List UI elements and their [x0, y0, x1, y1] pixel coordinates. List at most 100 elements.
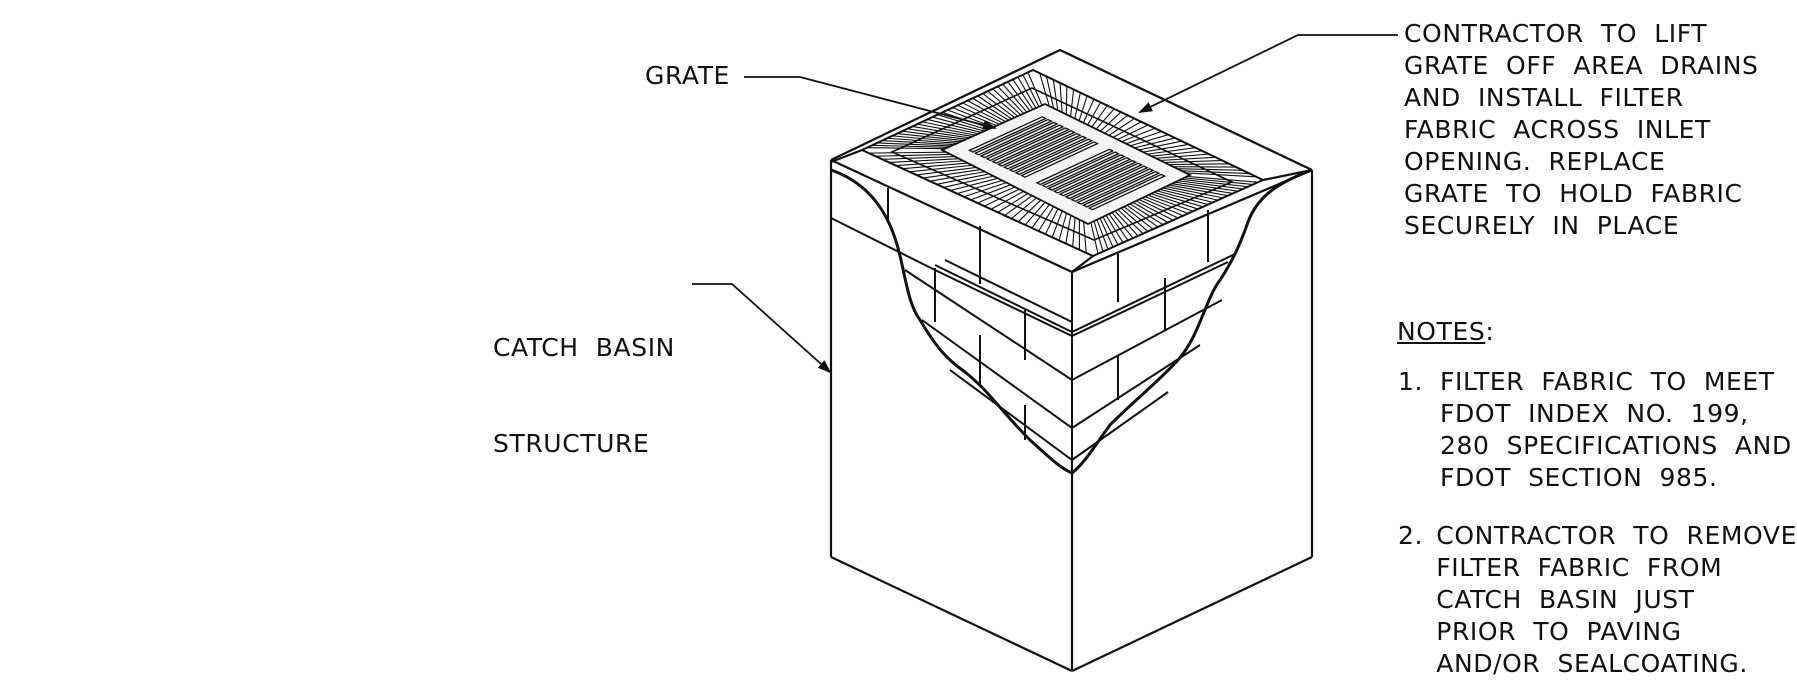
hatch-line — [977, 95, 1012, 120]
hatch-line — [1134, 137, 1176, 149]
grate-slot — [1052, 156, 1132, 194]
hatch-line — [1024, 201, 1046, 226]
hatch-line — [1147, 147, 1196, 155]
grate-slot — [1064, 162, 1144, 200]
grate-slot — [991, 127, 1071, 164]
hatch-line — [963, 182, 1007, 198]
hatch-line — [987, 90, 1019, 117]
contractor-callout-line: CONTRACTOR TO LIFT — [1404, 19, 1708, 48]
hatch-line — [1125, 130, 1162, 145]
hatch-line — [1141, 197, 1184, 217]
hatch-line — [1180, 178, 1249, 188]
hatch-line — [1011, 197, 1037, 220]
hatch-line — [1095, 108, 1115, 130]
hatch-line — [1147, 194, 1194, 212]
contractor-callout: CONTRACTOR TO LIFT GRATE OFF AREA DRAINS… — [1404, 18, 1759, 242]
hatch-line — [1114, 210, 1139, 237]
hatch-line — [922, 121, 979, 135]
hatch-line — [1130, 134, 1169, 147]
grate-slot — [973, 118, 1053, 156]
note-number: 2. — [1398, 521, 1424, 550]
hatch-line — [927, 118, 982, 133]
hatch-line — [1142, 143, 1189, 153]
grate-slot — [1020, 141, 1100, 178]
notes-title: NOTES — [1397, 317, 1486, 346]
hatch-line — [923, 169, 981, 179]
hatch-line — [1138, 199, 1179, 219]
hatch-line — [1012, 79, 1034, 110]
note-line: PRIOR TO PAVING — [1436, 617, 1682, 646]
hatch-line — [1138, 140, 1182, 151]
hatch-line — [892, 135, 961, 143]
brick-courses — [830, 188, 1236, 473]
hatch-line — [1126, 204, 1159, 228]
grate-slot — [1041, 151, 1120, 189]
hatch-line — [1129, 203, 1164, 226]
note-line: 280 SPECIFICATIONS AND — [1440, 431, 1792, 460]
note-line: CATCH BASIN JUST — [1436, 585, 1695, 614]
contractor-leader — [1138, 34, 1398, 113]
hatch-line — [1004, 195, 1033, 216]
hatch-line — [1065, 86, 1068, 115]
hatch-line — [887, 137, 958, 144]
grate-leader — [744, 76, 997, 130]
hatch-line — [889, 158, 960, 164]
grate-slot — [985, 124, 1065, 162]
notes-heading: NOTES: — [1397, 316, 1494, 348]
hatch-line — [1177, 168, 1243, 171]
grate-slot — [1081, 170, 1161, 208]
hatch-line — [912, 125, 973, 138]
hatch-line — [916, 166, 977, 176]
hatch-line — [1165, 185, 1224, 199]
hatch-line — [1132, 201, 1169, 223]
hatch-line — [970, 184, 1011, 201]
hatch-line — [882, 155, 955, 160]
hatch-line — [1059, 82, 1063, 113]
hatch-line — [1156, 190, 1209, 206]
note-number: 1. — [1398, 367, 1424, 396]
hatch-line — [932, 116, 985, 132]
hatch-line — [956, 179, 1003, 195]
contractor-callout-line: FABRIC ACROSS INLET — [1404, 115, 1711, 144]
grate-slot — [979, 121, 1059, 159]
grate-slot — [1070, 165, 1149, 203]
hatch-line — [1052, 79, 1059, 111]
hatch-line — [1104, 114, 1129, 134]
hatch-line — [1017, 199, 1042, 223]
hatch-line — [1120, 207, 1149, 232]
hatch-line — [984, 188, 1020, 207]
hatch-line — [902, 130, 967, 140]
notes-colon: : — [1485, 317, 1495, 346]
grate-frame — [859, 68, 1266, 258]
contractor-callout-line: GRATE OFF AREA DRAINS — [1404, 51, 1759, 80]
hatch-line — [917, 123, 976, 136]
grate-slot — [1058, 159, 1138, 197]
note-line: FILTER FABRIC TO MEET — [1440, 367, 1775, 396]
hatch-line — [1135, 200, 1174, 221]
note-line: CONTRACTOR TO REMOVE — [1436, 521, 1797, 550]
hatch-line — [997, 193, 1029, 213]
contractor-callout-line: SECURELY IN PLACE — [1404, 211, 1680, 240]
leader-lines — [692, 34, 1398, 374]
hatch-line — [1102, 216, 1119, 246]
hatch-line — [882, 140, 955, 146]
hatch-line — [1038, 206, 1055, 232]
contractor-callout-line: AND INSTALL FILTER — [1404, 83, 1684, 112]
note-item-2: 2. CONTRACTOR TO REMOVE FILTER FABRIC FR… — [1398, 520, 1797, 680]
hatch-line — [1111, 212, 1134, 239]
note-line: FILTER FABRIC FROM — [1436, 553, 1723, 582]
hatch-line — [1083, 221, 1087, 253]
hatch-line — [972, 97, 1009, 121]
note-line: FDOT INDEX NO. 199, — [1440, 399, 1749, 428]
hatch-line — [1171, 183, 1234, 194]
hatch-line — [1153, 191, 1204, 208]
hatch-line — [1093, 220, 1104, 252]
hatch-line — [1174, 181, 1239, 192]
hatch-line — [1065, 215, 1072, 244]
hatch-line — [1070, 89, 1075, 117]
hatch-line — [1121, 127, 1155, 143]
hatch-line — [1105, 215, 1124, 243]
grate-slot — [1008, 135, 1088, 173]
note-line: AND/OR SEALCOATING. — [1436, 649, 1748, 678]
